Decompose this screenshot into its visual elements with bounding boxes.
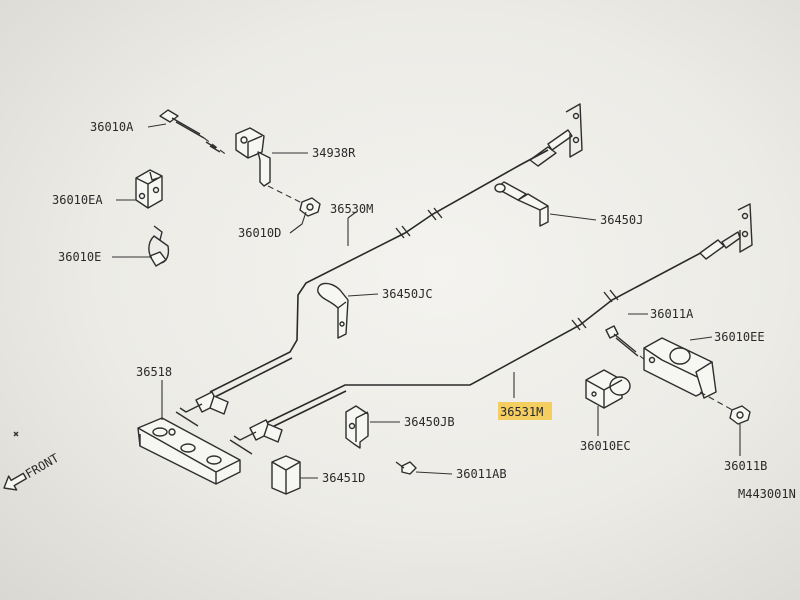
- cable-end-left-lower: [229, 419, 283, 455]
- label-36010e: 36010E: [58, 250, 101, 264]
- label-36011a: 36011A: [650, 307, 694, 321]
- label-36010d: 36010D: [238, 226, 281, 240]
- screw-36011ab: [395, 461, 417, 475]
- bracket-36010ee: [643, 337, 717, 399]
- label-36010ec: 36010EC: [580, 439, 631, 453]
- label-36518: 36518: [136, 365, 172, 379]
- clip-36450jc: [317, 282, 349, 339]
- label-36450jc: 36450JC: [382, 287, 433, 301]
- clip-36010e: [148, 225, 170, 267]
- label-36531m: 36531M: [500, 405, 543, 419]
- plate-36451d: [271, 455, 301, 495]
- label-36451d: 36451D: [322, 471, 365, 485]
- label-36450j: 36450J: [600, 213, 643, 227]
- label-36010ea: 36010EA: [52, 193, 103, 207]
- nut-36011b: [699, 391, 751, 425]
- bracket-36010ea: [135, 169, 163, 209]
- label-34938r: 34938R: [312, 146, 356, 160]
- bracket-34938r: [235, 127, 271, 187]
- nut-36010d: [267, 185, 321, 217]
- clip-36450jb: [345, 405, 369, 449]
- cable-end-fitting-lower: [699, 203, 753, 260]
- bolt-36010a: [159, 109, 229, 157]
- label-36011ab: 36011AB: [456, 467, 507, 481]
- bracket-36010ec: [585, 369, 631, 409]
- cable-end-fitting-upper: [529, 103, 583, 167]
- label-36011b: 36011B: [724, 459, 767, 473]
- label-36010a: 36010A: [90, 120, 134, 134]
- cable-36530m: [209, 149, 549, 393]
- cable-36531m: [261, 247, 711, 426]
- label-36010ee: 36010EE: [714, 330, 765, 344]
- label-36530m: 36530M: [330, 202, 373, 216]
- front-label: FRONT: [23, 451, 61, 481]
- bracket-36450j: [494, 181, 549, 227]
- cable-end-left-upper: [175, 391, 229, 427]
- drawing-code: M443001N: [738, 487, 796, 501]
- label-36450jb: 36450JB: [404, 415, 455, 429]
- front-arrow: FRONT: [3, 451, 61, 491]
- equalizer-36518: [137, 417, 241, 485]
- highlight-36531m: [498, 402, 552, 420]
